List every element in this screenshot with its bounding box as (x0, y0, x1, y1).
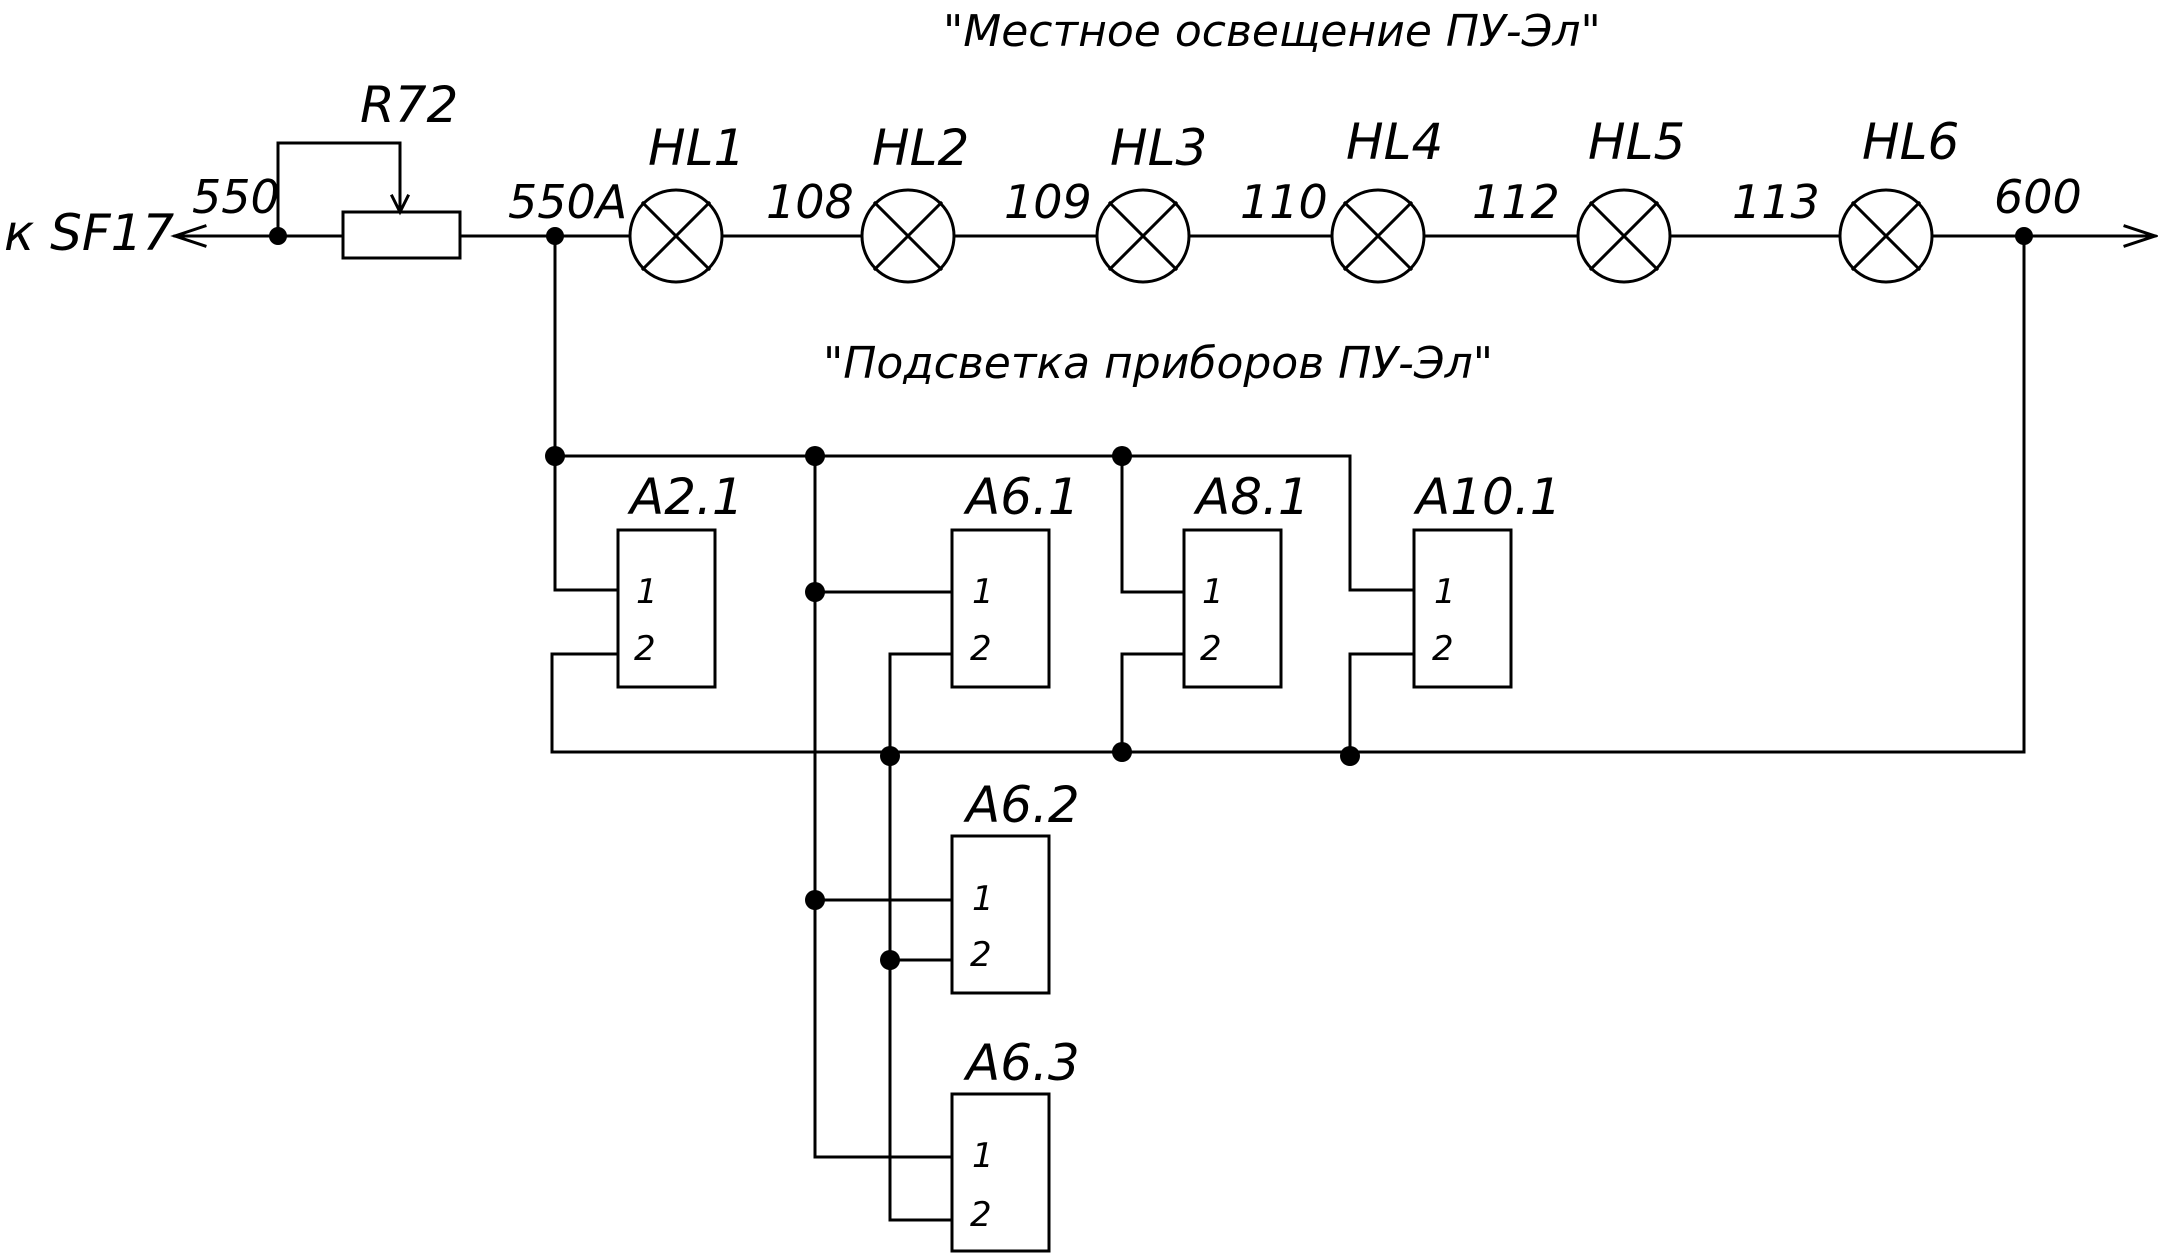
title-local-lighting: "Местное освещение ПУ-Эл" (943, 6, 1601, 57)
net-label: 108 (766, 175, 854, 229)
pin-label: 1 (1434, 572, 1456, 612)
right-arrow-icon (2123, 224, 2158, 248)
title-instrument-backlight: "Подсветка приборов ПУ-Эл" (823, 338, 1493, 389)
net-label: 600 (1994, 170, 2082, 224)
block-label: А6.2 (963, 776, 1080, 834)
lamp-label: HL5 (1588, 113, 1685, 171)
pin-label: 2 (970, 629, 992, 669)
net-label: 550А (508, 175, 627, 229)
pin-label: 1 (972, 879, 994, 919)
lamp-label: HL3 (1110, 119, 1207, 177)
pin-label: 1 (1202, 572, 1224, 612)
resistor-r72 (276, 141, 462, 260)
bus-supply (553, 234, 1416, 592)
lamp-hl6 (1838, 188, 1934, 284)
pin-label: 2 (1200, 629, 1222, 669)
lamp-label: HL2 (872, 119, 969, 177)
block-label: А8.1 (1193, 468, 1310, 526)
block-label: А10.1 (1413, 468, 1562, 526)
block-a10-1 (1412, 528, 1513, 689)
resistor-label: R72 (360, 76, 458, 134)
block-label: А6.1 (963, 468, 1080, 526)
source-label: к SF17 (4, 204, 174, 262)
lamp-label: HL6 (1862, 113, 1959, 171)
net-label: 112 (1472, 175, 1560, 229)
lamp-label: HL1 (648, 119, 745, 177)
pin-label: 2 (970, 1195, 992, 1235)
block-label: А2.1 (627, 468, 744, 526)
block-a2-1 (616, 528, 717, 689)
pin-label: 2 (970, 935, 992, 975)
lamp-hl4 (1330, 188, 1426, 284)
block-a8-1 (1182, 528, 1283, 689)
lamp-label: HL4 (1346, 113, 1443, 171)
lamp-hl3 (1095, 188, 1191, 284)
lamp-hl1 (628, 188, 724, 284)
lamp-hl2 (860, 188, 956, 284)
lamp-hl5 (1576, 188, 1672, 284)
pin-label: 1 (636, 572, 658, 612)
block-a6-2 (950, 834, 1051, 995)
block-a6-3 (950, 1092, 1051, 1253)
block-a6-1 (950, 528, 1051, 689)
net-label: 113 (1732, 175, 1820, 229)
net-label: 110 (1240, 175, 1328, 229)
left-arrow-icon (170, 224, 280, 248)
pin-label: 1 (972, 572, 994, 612)
pin-label: 2 (1432, 629, 1454, 669)
net-label: 550 (192, 170, 280, 224)
block-label: А6.3 (963, 1034, 1080, 1092)
pin-label: 1 (972, 1136, 994, 1176)
junction-dots (269, 227, 2033, 970)
bus-return (550, 234, 2026, 754)
net-label: 109 (1004, 175, 1092, 229)
pin-label: 2 (634, 629, 656, 669)
